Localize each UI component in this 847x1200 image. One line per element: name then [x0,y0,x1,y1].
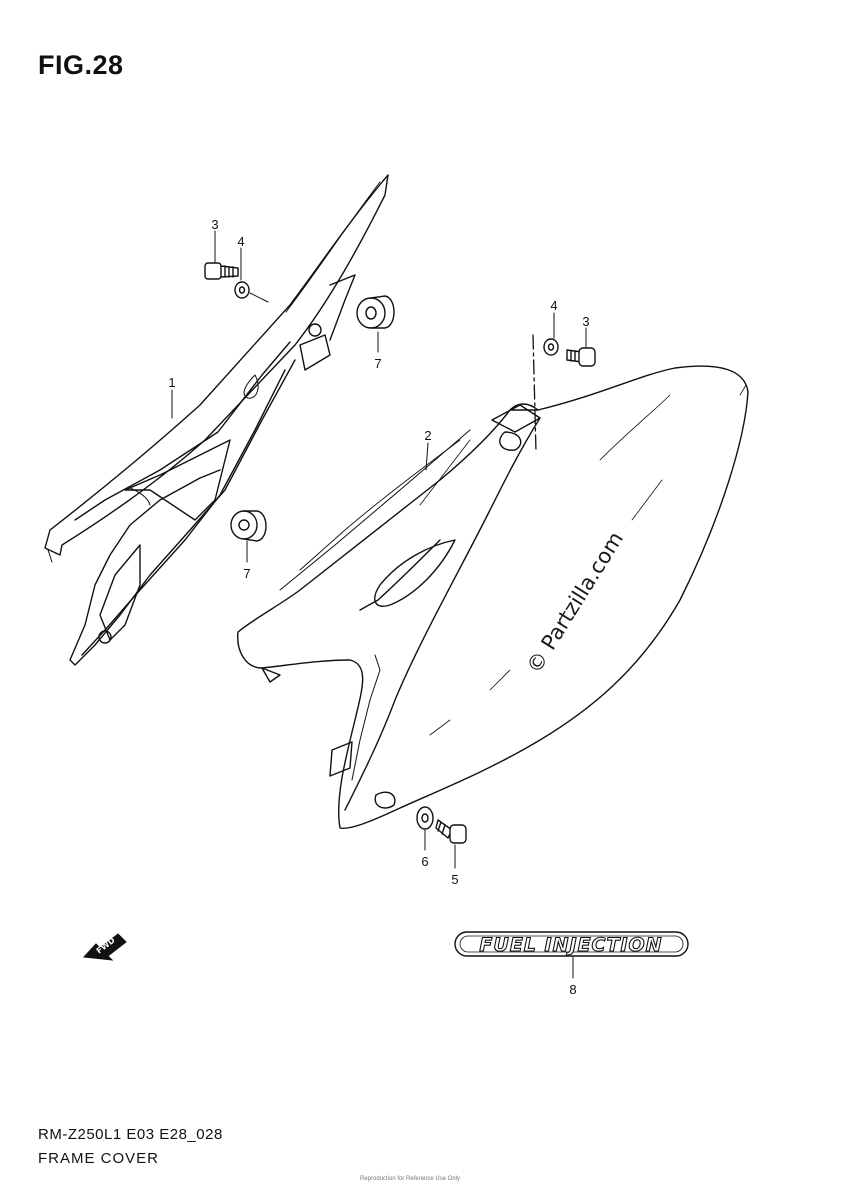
callout-7-lower: 7 [243,566,250,581]
fuel-injection-emblem[interactable]: FUEL INJECTION [454,931,689,957]
forward-arrow-icon: FWD [82,933,127,961]
callout-8: 8 [569,982,576,997]
watermark-text: © Partzilla.com [522,527,628,677]
bolt-right[interactable] [566,347,596,367]
callout-2: 2 [424,428,431,443]
callout-1: 1 [168,375,175,390]
washer-bottom[interactable] [416,806,434,830]
washer-left[interactable] [234,281,250,299]
callout-3-right: 3 [582,314,589,329]
model-code: RM-Z250L1 E03 E28_028 [38,1126,223,1143]
callout-3-left: 3 [211,217,218,232]
callout-4-right: 4 [550,298,557,313]
emblem-text: FUEL INJECTION [479,934,662,956]
bolt-left[interactable] [204,262,239,280]
right-side-cover[interactable] [237,365,749,829]
footer-fine-print: Reproduction for Reference Use Only [360,1176,461,1182]
callout-6: 6 [421,854,428,869]
washer-right[interactable] [543,338,559,356]
callout-5: 5 [451,872,458,887]
grommet-upper[interactable] [356,295,395,329]
figure-title: FIG.28 [38,50,124,80]
left-frame-cover[interactable] [44,174,389,666]
grommet-lower[interactable] [230,510,267,542]
callout-7-upper: 7 [374,356,381,371]
bolt-bottom[interactable] [435,819,467,844]
callout-4-left: 4 [237,234,244,249]
section-name: FRAME COVER [38,1150,160,1167]
